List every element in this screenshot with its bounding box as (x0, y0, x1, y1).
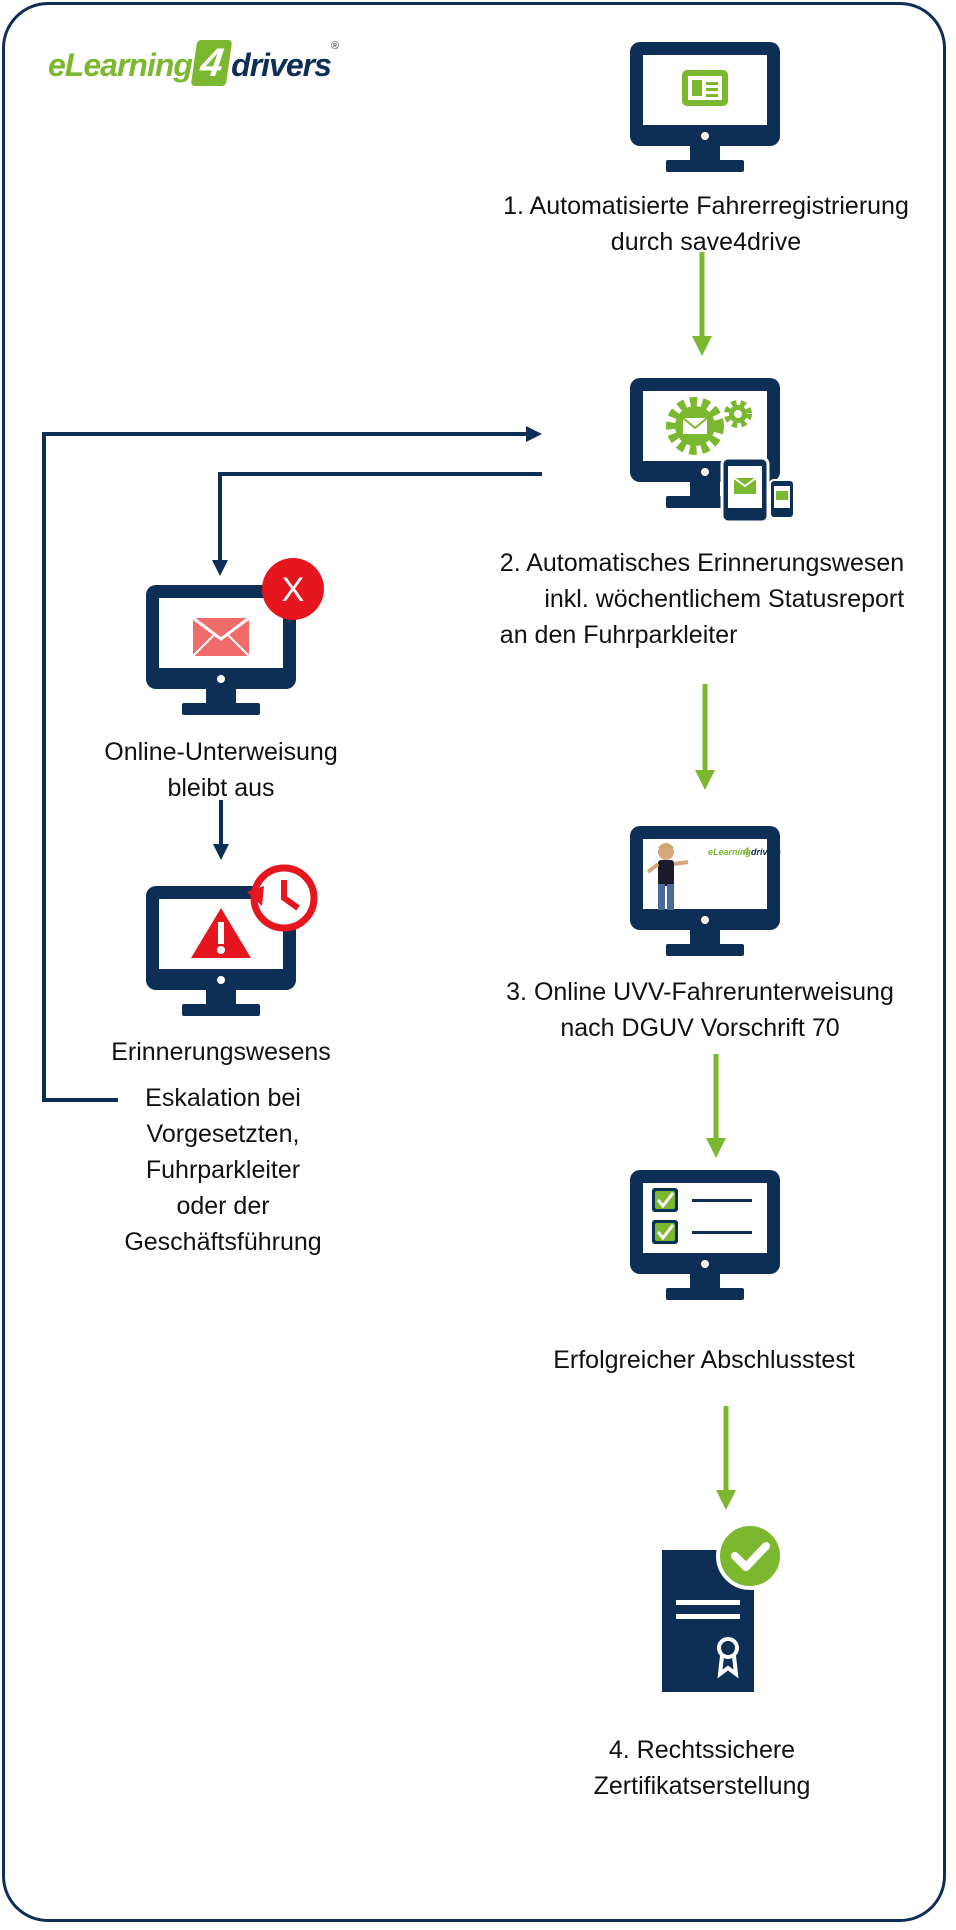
screen-logo-prefix: eLearning (708, 847, 752, 857)
screen-logo-four: 4 (742, 846, 749, 858)
screen-logo-suffix: drivers (751, 847, 781, 857)
warning-clock-monitor-icon (146, 864, 318, 1016)
certificate-check-icon (662, 1522, 784, 1692)
error-x-mark: X (282, 571, 305, 609)
email-failed-monitor-icon: X (146, 558, 324, 715)
reminder-label: Erinnerungswesens (111, 1038, 331, 1066)
gears-email-devices-icon (630, 378, 795, 524)
escalation-loop-arrow (42, 426, 542, 1102)
test-label: Erfolgreicher Abschlusstest (553, 1346, 855, 1374)
video-instructor-monitor-icon: eLearning 4 drivers (630, 826, 781, 956)
reminder-to-missed-arrow (212, 472, 542, 576)
id-card-monitor-icon (630, 42, 780, 172)
checklist-monitor-icon (630, 1170, 780, 1300)
instructor-figure (646, 843, 689, 910)
